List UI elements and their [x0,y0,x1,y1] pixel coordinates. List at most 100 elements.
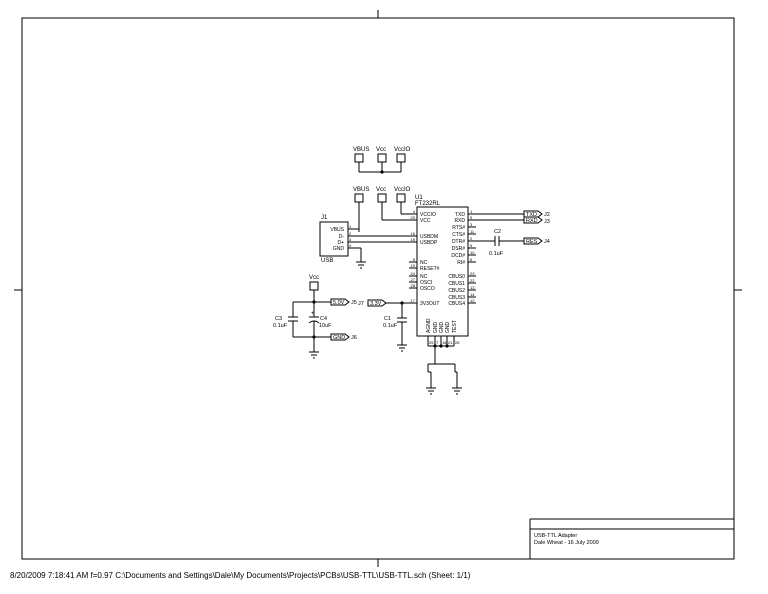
u1-pin-name: GND [433,322,439,334]
u1-pin-name: AGND [426,318,432,333]
u1-pin-name: VCCIO [420,212,436,218]
gnd-connector-ref: J6 [351,335,357,341]
u1-pin-number: 1 [470,209,473,214]
rxd-flag-label: RXD [526,218,538,224]
rail-label-vccio-ic: VccIO [394,187,411,193]
v33-connector-flag [367,299,387,307]
u1-pin-number: 8 [413,257,416,262]
txd-flag-label: TXD [526,212,537,218]
u1-pin-name: RXD [454,218,465,224]
j1-pin-name: VBUS [330,227,344,233]
u1-pin-number: 14 [470,292,475,297]
j1-pin-name: D- [339,234,345,240]
txd-connector-ref: J2 [544,212,550,218]
txd-connector-flag [523,210,543,218]
u1-pin-number: 16 [411,231,416,236]
u1-pin-number: 12 [470,298,475,303]
u1-pin-number: 23 [470,271,475,276]
c1-ref: C1 [384,316,391,322]
rail-label-vbus-top: VBUS [353,147,369,153]
c4-ref: C4 [320,316,327,322]
u1-pin-name: CBUS3 [448,295,465,301]
j1-pin-name: GND [333,246,345,252]
u1-pin-number: 22 [470,278,475,283]
left-power-section [288,281,331,359]
res-flag-label: RES [526,239,538,245]
u1-pin-name: CBUS1 [448,281,465,287]
u1-pin-number: 5 [470,215,473,220]
sheet-border [21,17,735,560]
u1-pin-number: 7 [436,340,439,345]
author-date-text: Dale Wheat - 16 July 2009 [534,540,599,546]
j1-pin-number: 2 [349,231,352,236]
u1-pin-name: CBUS2 [448,288,465,294]
u1-pin-number: 15 [411,237,416,242]
u1-pin-number: 11 [470,229,475,234]
u1-pin-name: OSCO [420,286,435,292]
c2-value: 0.1uF [489,251,504,257]
u1-pin-number: 9 [470,243,473,248]
u1-pin-name: OSCI [420,280,432,286]
c1-value: 0.1uF [383,323,398,329]
u1-pin-name: GND [439,322,445,334]
u1-pin-number: 26 [455,340,460,345]
u1-pin-name: RI# [457,260,465,266]
u1-pin-name: RTS# [452,225,465,231]
v5-connector-ref: J5 [351,300,357,306]
v5-connector-flag [330,298,350,306]
u1-pin-name: TEST [452,320,458,333]
ic-u1-body [409,206,476,346]
u1-pin-name: TXD [455,212,465,218]
u1-pin-name: DCD# [451,253,465,259]
u1-pin-number: 4 [413,209,416,214]
j1-pin-number: 1 [349,224,352,229]
u1-pin-number: 20 [411,215,416,220]
top-power-rails [354,153,406,173]
u1-pin-number: 28 [411,283,416,288]
u1-pin-number: 13 [470,285,475,290]
rail-label-vbus-ic: VBUS [353,187,369,193]
print-footer: 8/20/2009 7:18:41 AM f=0.97 C:\Documents… [10,571,471,580]
u1-pin-number: 10 [470,250,475,255]
rail-label-vcc-top: Vcc [376,147,386,153]
u1-pin-number: 27 [411,277,416,282]
c2-ref: C2 [494,229,501,235]
res-connector-flag [523,237,543,245]
rail-label-vcc-ic: Vcc [376,187,386,193]
u1-ref: U1 [415,195,423,201]
j1-pin-number: 4 [349,243,352,248]
u1-part: FT232RL [415,201,441,207]
c3-ref: C3 [275,316,282,322]
u1-pin-number: 18 [442,340,447,345]
u1-pin-number: 25 [429,340,434,345]
j1-label: USB [321,258,333,264]
u1-pin-name: DTR# [452,239,465,245]
v33-connector-ref: J7 [358,301,364,307]
usb-connector-j1 [319,221,417,269]
u1-pin-name: CBUS0 [448,274,465,280]
u1-pin-name: DSR# [452,246,466,252]
rail-label-vccio-top: VccIO [394,147,411,153]
v5-flag-label: 5.0V [333,300,345,306]
gnd-connector-flag [330,333,350,341]
u1-pin-number: 3 [470,222,473,227]
u1-pin-name: USBDM [420,234,438,240]
u1-pin-name: NC [420,274,428,280]
u1-pin-number: 6 [470,257,473,262]
u1-pin-name: GND [445,322,451,334]
u1-pin-name: CBUS4 [448,301,465,307]
j1-pin-name: D+ [337,240,344,246]
res-connector-ref: J4 [544,239,550,245]
rxd-connector-ref: J3 [544,219,550,225]
u1-pin-name: USBDP [420,240,438,246]
u1-pin-name: RESET# [420,266,440,272]
c4-value: 10uF [319,323,332,329]
u1-pin-number: 2 [470,236,473,241]
rxd-connector-flag [523,216,543,224]
c4-polarity-mark: + [311,311,315,317]
u1-pin-name: VCC [420,218,431,224]
j1-ref: J1 [321,215,328,221]
title-text: USB-TTL Adapter [534,533,577,539]
serial-nets [476,213,524,246]
